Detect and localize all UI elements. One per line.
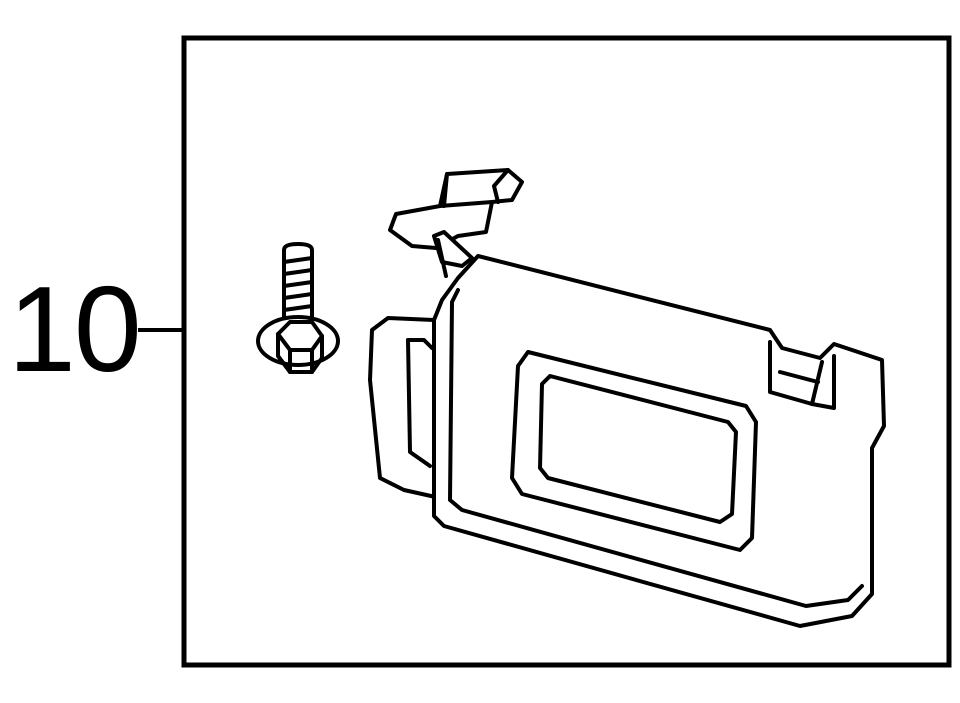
mirror-glass <box>538 374 738 524</box>
visor-panel <box>432 254 886 628</box>
bolt-icon[interactable] <box>256 242 340 374</box>
visor-back-edge <box>368 316 442 500</box>
visor-clip <box>388 168 524 250</box>
sun-visor-icon[interactable] <box>368 168 886 628</box>
diagram-frame <box>181 35 952 668</box>
mirror-frame <box>510 350 758 552</box>
callout-number: 10 <box>8 261 142 397</box>
